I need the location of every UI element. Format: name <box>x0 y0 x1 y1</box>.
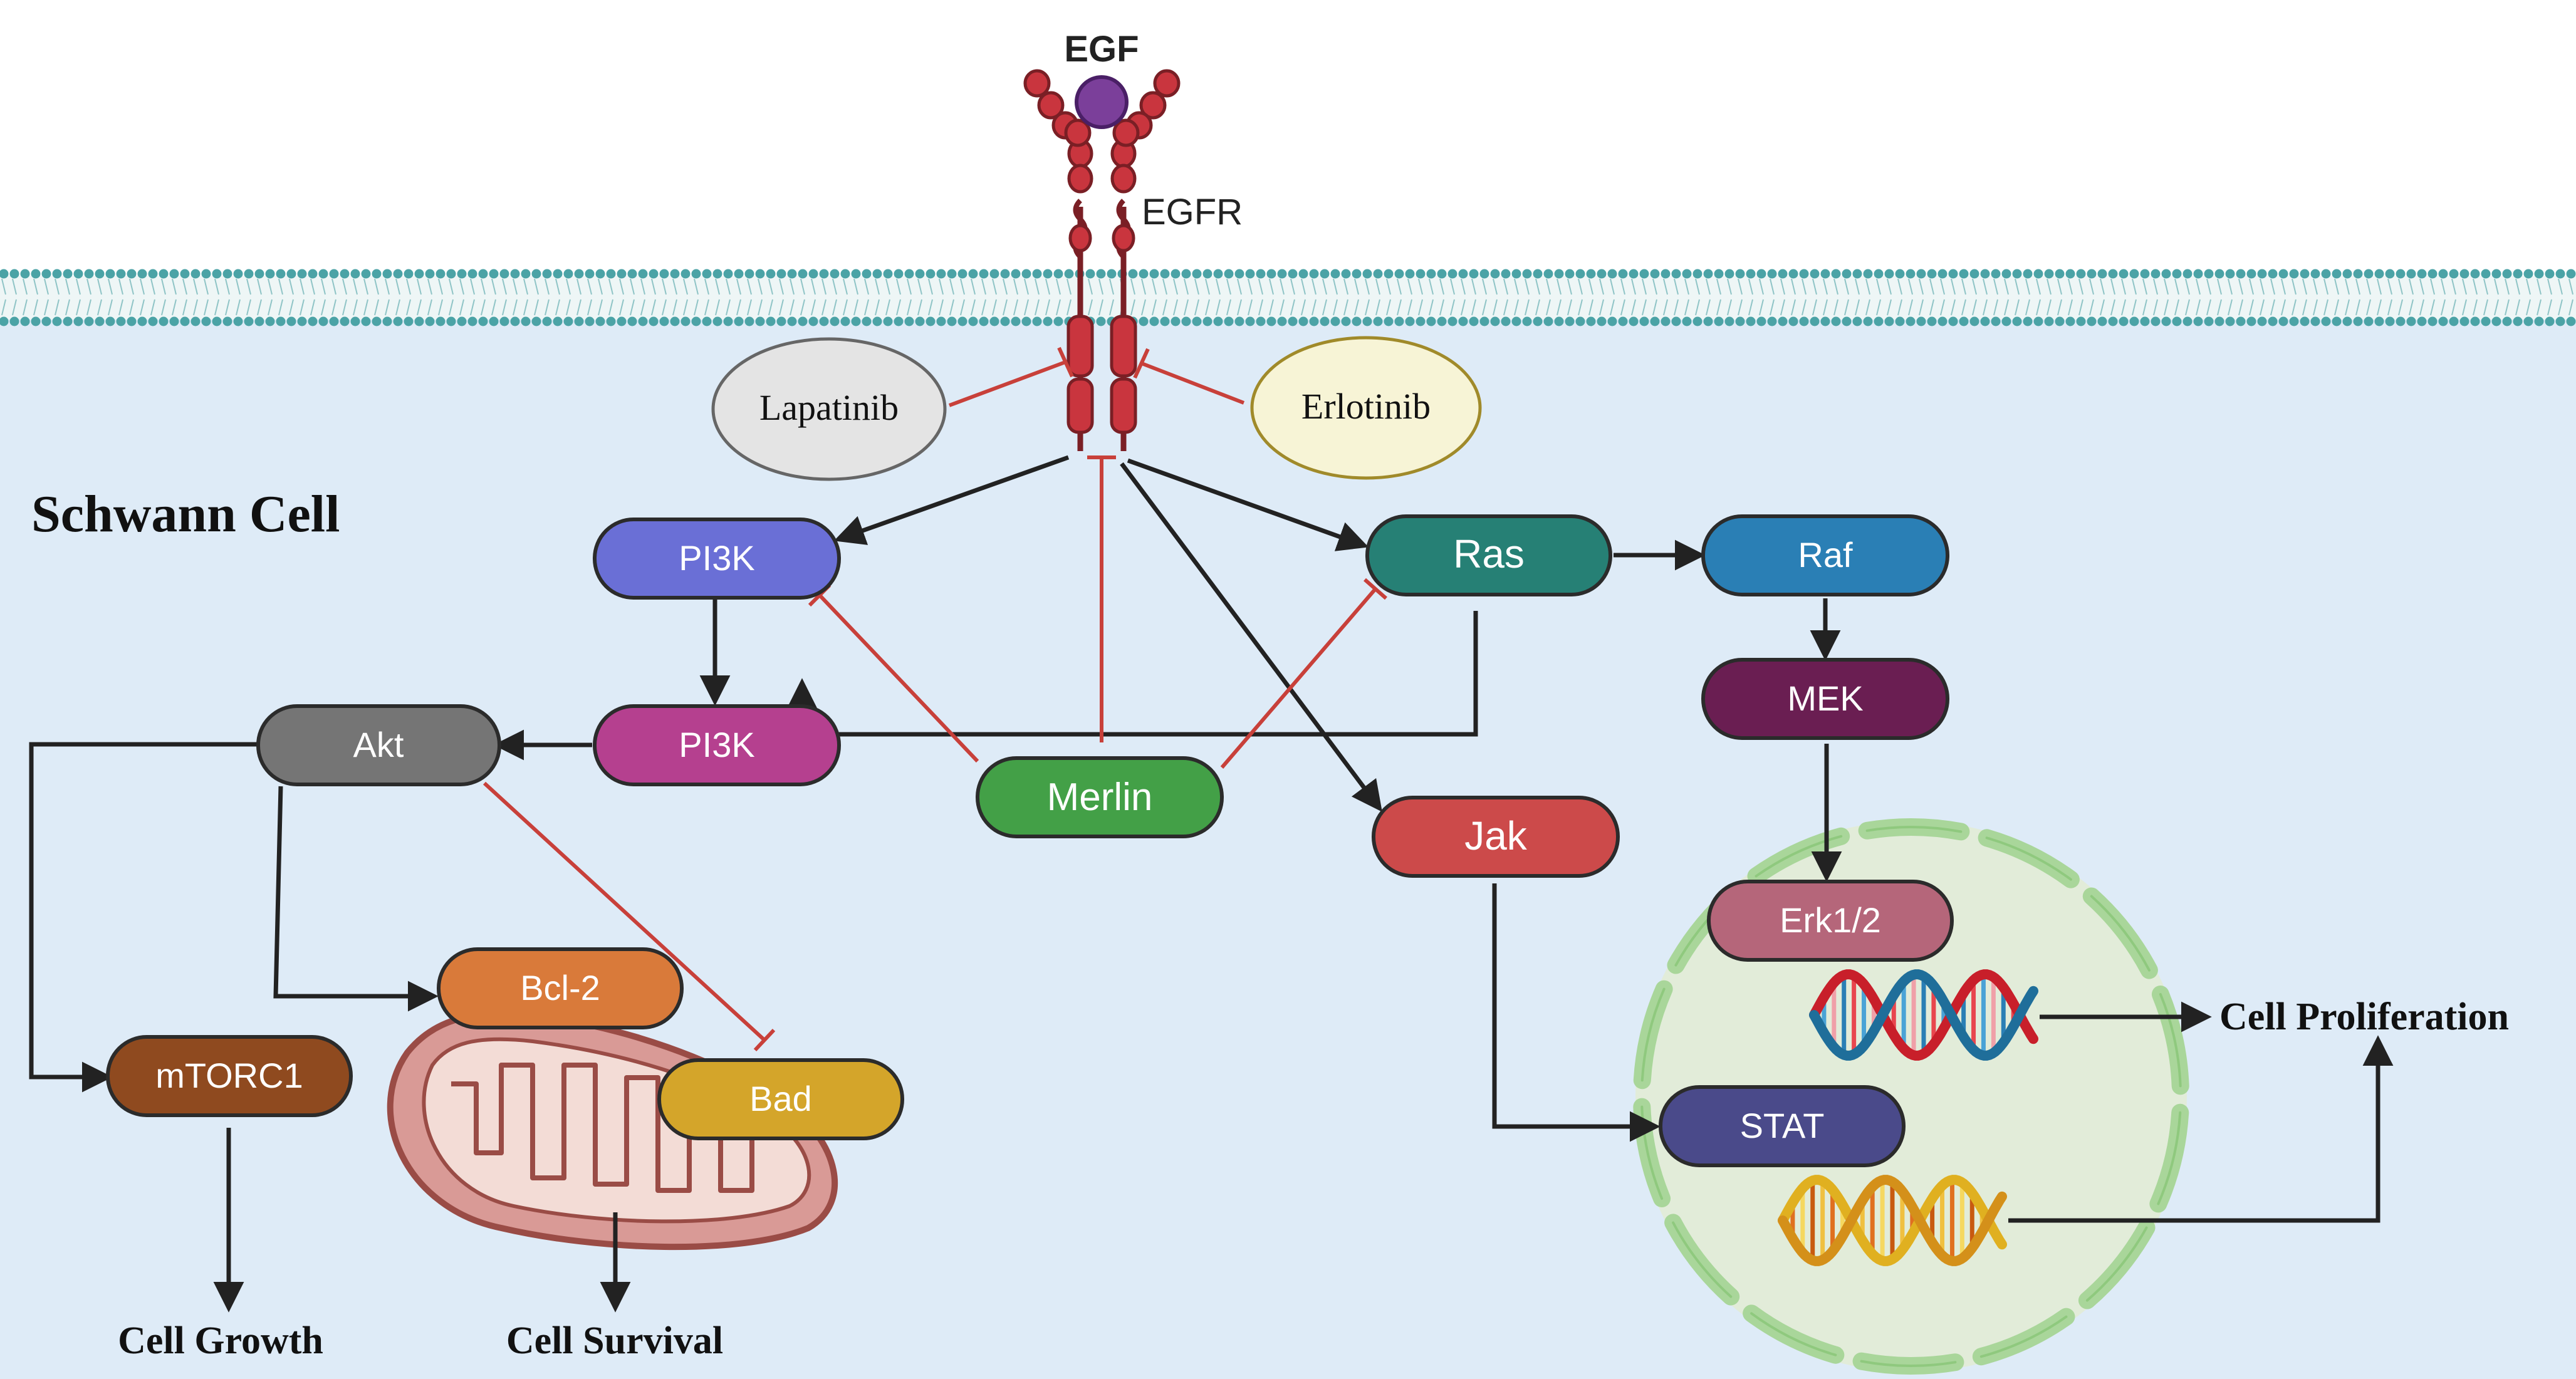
outcome-cell-proliferation: Cell Proliferation <box>2219 996 2509 1038</box>
pi3k-top-label: PI3K <box>679 538 754 578</box>
node-pi3k-bottom: PI3K <box>593 704 841 786</box>
node-mek: MEK <box>1701 658 1949 740</box>
arrow-jak-to-stat <box>1492 883 1661 1142</box>
arrow-egfr-to-jak <box>1120 462 1382 812</box>
node-erk: Erk1/2 <box>1707 880 1954 962</box>
node-bcl2: Bcl-2 <box>437 947 684 1029</box>
jak-label: Jak <box>1464 813 1528 858</box>
node-raf: Raf <box>1701 514 1949 596</box>
inhibit-merlin-pi3k <box>818 593 979 763</box>
node-pi3k-top: PI3K <box>593 518 841 600</box>
inhibit-merlin-ras <box>1220 588 1377 769</box>
node-merlin: Merlin <box>976 756 1224 838</box>
egfr-label: EGFR <box>1142 192 1243 232</box>
node-bad: Bad <box>657 1058 904 1140</box>
node-ras: Ras <box>1365 514 1612 596</box>
bad-label: Bad <box>749 1079 812 1118</box>
node-stat: STAT <box>1659 1085 1906 1167</box>
nuclear-envelope <box>1633 818 2189 1375</box>
node-akt: Akt <box>256 704 501 786</box>
arrow-stat-dna-to-proliferation <box>2008 1035 2394 1223</box>
arrow-egfr-to-ras <box>1127 458 1369 551</box>
outcome-cell-growth: Cell Growth <box>118 1319 323 1362</box>
erlotinib-label: Erlotinib <box>1301 386 1431 427</box>
node-mtorc1: mTORC1 <box>106 1035 353 1117</box>
pi3k-bottom-label: PI3K <box>679 725 754 764</box>
arrow-akt-to-mtorc1 <box>29 742 258 1093</box>
mek-label: MEK <box>1787 679 1863 718</box>
akt-label: Akt <box>353 725 404 764</box>
cell-label: Schwann Cell <box>31 485 340 543</box>
raf-label: Raf <box>1798 535 1853 575</box>
outcome-cell-survival: Cell Survival <box>506 1319 723 1362</box>
inhibit-lapatinib-egfr <box>948 360 1066 407</box>
bcl2-label: Bcl-2 <box>520 968 600 1007</box>
ras-label: Ras <box>1453 531 1525 576</box>
erk-label: Erk1/2 <box>1780 900 1881 940</box>
merlin-label: Merlin <box>1047 776 1153 819</box>
cell-membrane <box>0 269 2576 326</box>
node-jak: Jak <box>1372 796 1620 878</box>
erlotinib-ellipse <box>1250 336 1482 480</box>
egf-ligand <box>1075 75 1129 129</box>
arrow-akt-to-bcl2 <box>273 786 439 1012</box>
lapatinib-ellipse <box>711 337 947 481</box>
egfr-receptor <box>1023 69 1181 451</box>
stat-label: STAT <box>1740 1106 1825 1145</box>
inhibit-akt-bad <box>482 781 766 1042</box>
dna-helix-erk <box>1809 969 2038 1061</box>
lapatinib-label: Lapatinib <box>759 387 899 428</box>
inhibit-erlotinib-egfr <box>1140 362 1245 405</box>
dna-helix-stat <box>1778 1175 2007 1266</box>
egf-label: EGF <box>1064 29 1139 70</box>
mtorc1-label: mTORC1 <box>155 1056 303 1095</box>
arrow-egfr-to-pi3k <box>833 455 1070 545</box>
